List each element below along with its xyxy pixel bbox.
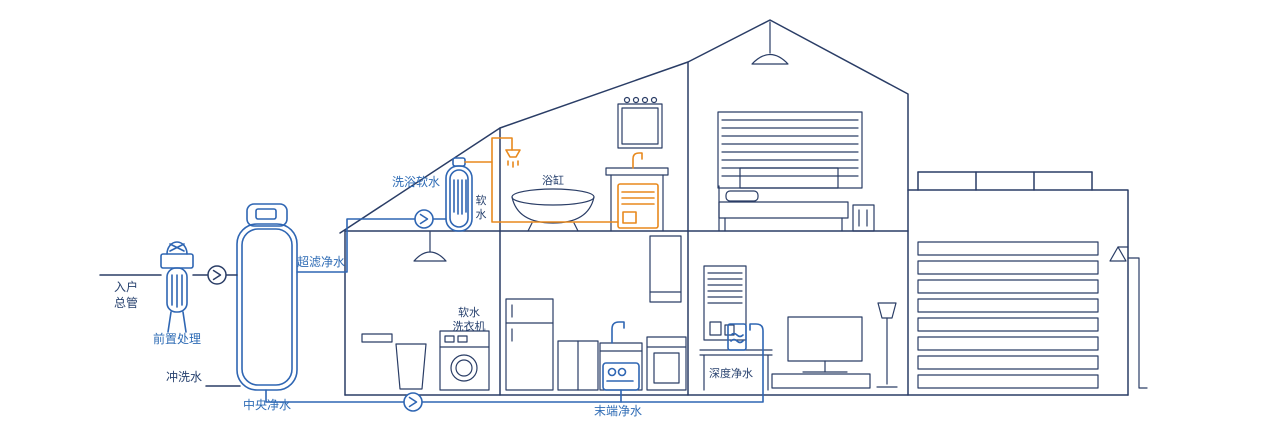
soft-water-pipe	[464, 137, 619, 223]
kitchen-appliance	[646, 336, 687, 391]
kitchen-cabinet	[557, 340, 599, 391]
inlet-label-line-1: 入户	[114, 279, 138, 294]
ultrafiltration-label: 超滤净水	[297, 254, 345, 269]
soft-water-label-line-2: 水	[476, 208, 487, 221]
flow-arrow-icon	[207, 265, 227, 285]
purified-water-main-pipe	[265, 349, 764, 403]
kitchen-duct	[649, 235, 682, 303]
central-purifier-device	[236, 203, 298, 391]
bathtub-label: 浴缸	[542, 173, 564, 187]
garage-door	[917, 241, 1099, 389]
shower-fixture-icon	[505, 149, 521, 168]
bedroom-ceiling-lamp-icon	[751, 21, 789, 65]
laundry-ceiling-lamp-icon	[413, 231, 447, 262]
tv	[787, 316, 863, 373]
soft-washer-label-line-2: 洗衣机	[453, 319, 486, 333]
soft-washer-label-line-1: 软水	[458, 305, 480, 319]
bath-softener-device	[445, 157, 473, 232]
flush-water-label: 冲洗水	[166, 369, 202, 384]
fridge	[505, 298, 554, 391]
kitchen-filter-faucet-icon	[611, 321, 625, 344]
bath-softener-label: 洗浴软水	[392, 175, 440, 189]
garage-wall-lamp-icon	[1109, 246, 1129, 262]
endpoint-purifier-label: 末端净水	[594, 404, 642, 418]
prefilter-label: 前置处理	[153, 331, 201, 346]
inlet-label-line-2: 总管	[114, 295, 138, 310]
ultrafiltration-pipe	[296, 218, 447, 273]
laundry-shelf	[361, 333, 393, 343]
deep-purifier-device	[727, 323, 764, 351]
flow-arrow-icon	[403, 392, 423, 412]
laundry-basket	[395, 343, 427, 390]
prefilter-device	[160, 241, 194, 333]
soft-water-label-line-1: 软	[476, 193, 487, 207]
living-shelf-unit	[703, 265, 747, 341]
deep-purifier-label: 深度净水	[709, 366, 753, 380]
house-outline	[339, 19, 1129, 396]
vanity-faucet-icon	[632, 152, 643, 169]
bathtub	[511, 188, 595, 232]
washing-machine	[439, 330, 490, 391]
central-purifier-label: 中央净水	[243, 397, 291, 412]
kitchen-sink-unit	[599, 342, 643, 391]
garage-downspout	[1127, 257, 1148, 389]
nightstand	[852, 204, 875, 232]
tv-bench	[771, 373, 871, 389]
bathroom-heater-device	[617, 183, 659, 229]
bed	[718, 167, 849, 232]
mirror-cabinet	[617, 96, 663, 149]
floor-lamp-icon	[876, 302, 898, 388]
roof-deck-railing	[917, 171, 1093, 191]
endpoint-filter-device	[602, 362, 640, 391]
flow-arrow-icon	[414, 209, 434, 229]
